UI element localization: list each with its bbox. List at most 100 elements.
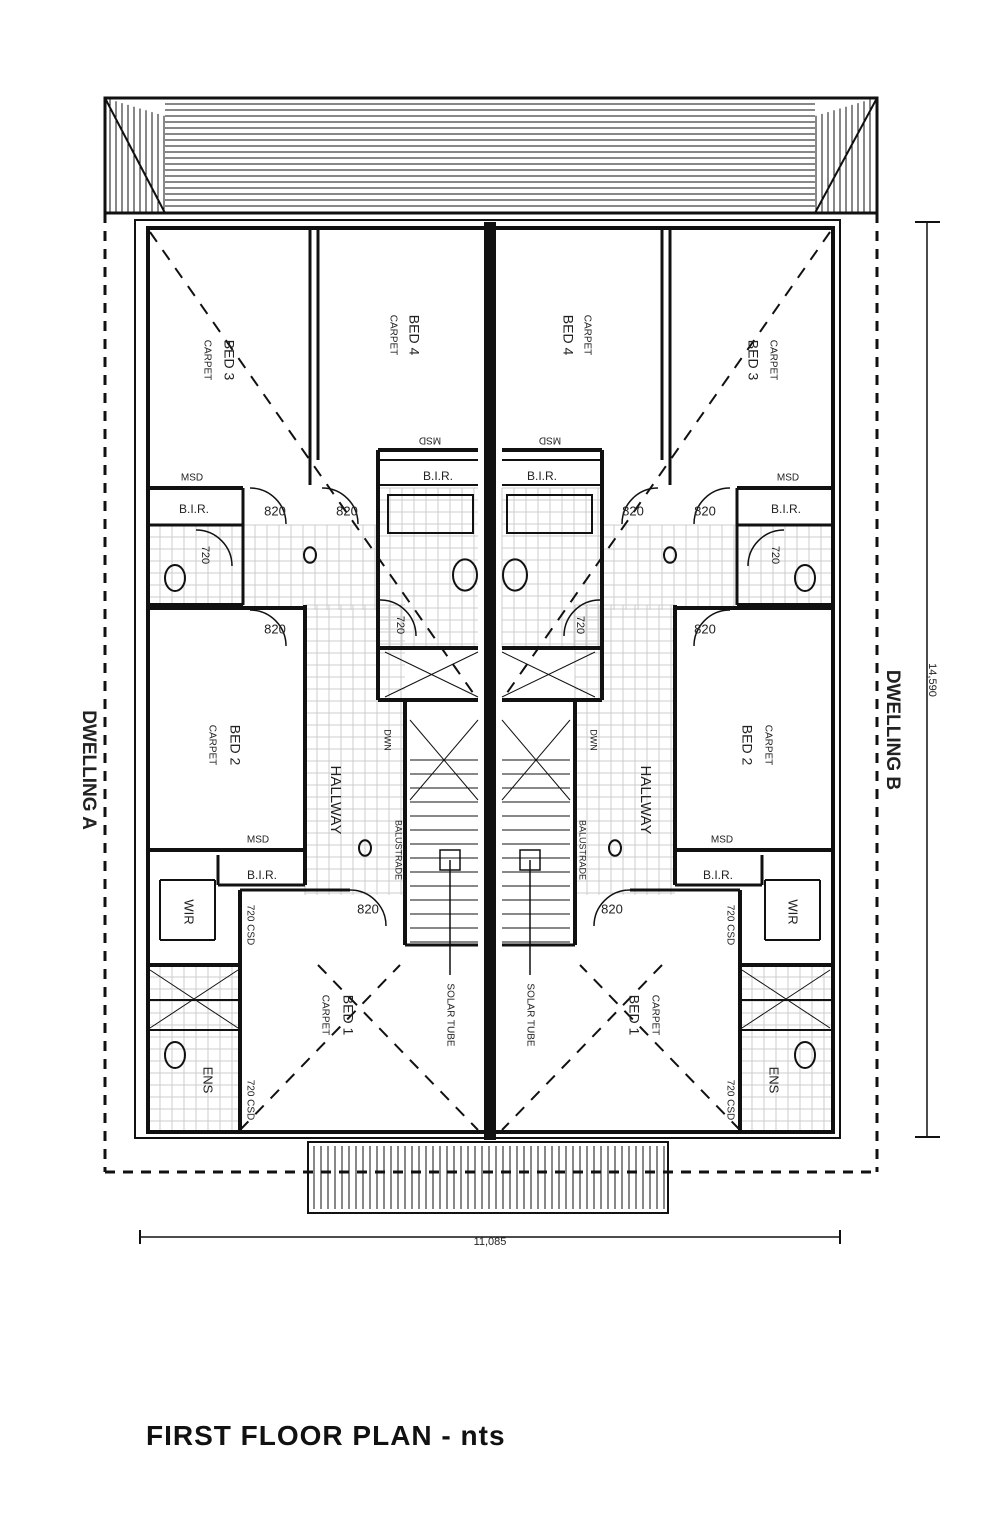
solar-tube-icon	[439, 849, 461, 871]
dimension-lines	[139, 221, 940, 1244]
door-swing	[693, 487, 731, 525]
bed1-label: BED 1	[626, 995, 642, 1036]
bed1-carpet: CARPET	[319, 995, 330, 1036]
bed3-label: BED 3	[745, 340, 761, 381]
ceiling-dashed-line	[579, 964, 741, 1131]
door-820: 820	[336, 503, 358, 518]
door-820: 820	[622, 503, 644, 518]
door-720: 720	[394, 616, 406, 634]
bed4-carpet: CARPET	[387, 315, 398, 356]
door-720-csd: 720 CSD	[724, 1080, 735, 1121]
width-dimension: 11,085	[474, 1236, 507, 1248]
roof-outline	[103, 96, 879, 215]
balustrade-label: BALUSTRADE	[578, 820, 588, 880]
msd-label: MSD	[419, 434, 441, 445]
door-swing	[747, 529, 785, 567]
msd-label: MSD	[539, 434, 561, 445]
party-wall	[484, 222, 496, 1140]
door-swing	[379, 599, 417, 637]
door-820: 820	[264, 503, 286, 518]
bir-label: B.I.R.	[703, 868, 733, 882]
ceiling-dashed-line	[149, 231, 479, 701]
bir-label: B.I.R.	[423, 469, 453, 483]
shower-cross	[384, 651, 479, 698]
bed4-label: BED 4	[406, 315, 422, 356]
bath-icon	[387, 494, 474, 534]
bir-label: B.I.R.	[771, 502, 801, 516]
msd-label: MSD	[711, 835, 733, 846]
bed2-carpet: CARPET	[206, 725, 217, 766]
roof-hatching	[103, 96, 879, 215]
toilet-icon	[794, 564, 816, 592]
bed2-label: BED 2	[739, 725, 755, 766]
toilet-icon	[164, 1041, 186, 1069]
door-720-csd: 720 CSD	[244, 905, 255, 946]
hallway-label: HALLWAY	[327, 766, 344, 835]
basin-icon	[452, 558, 478, 592]
bed4-label: BED 4	[560, 315, 576, 356]
dwn-label: DWN	[383, 729, 393, 751]
door-720-csd: 720 CSD	[244, 1080, 255, 1121]
msd-label: MSD	[247, 835, 269, 846]
bed2-label: BED 2	[227, 725, 243, 766]
balustrade-label: BALUSTRADE	[394, 820, 404, 880]
door-820: 820	[264, 621, 286, 636]
light-icon	[663, 546, 677, 564]
door-720: 720	[769, 546, 781, 564]
wir-label: WIR	[182, 899, 197, 924]
dwelling-a-label: DWELLING A	[78, 710, 99, 830]
msd-label: MSD	[181, 473, 203, 484]
light-icon	[358, 839, 372, 857]
wir-label: WIR	[786, 899, 801, 924]
solar-tube-icon	[519, 849, 541, 871]
door-swing	[249, 487, 287, 525]
fixtures	[149, 231, 831, 1131]
door-720: 720	[199, 546, 211, 564]
dwn-label: DWN	[589, 729, 599, 751]
depth-dimension: 14,590	[926, 663, 938, 697]
door-720: 720	[574, 616, 586, 634]
ens-label: ENS	[201, 1067, 216, 1094]
door-820: 820	[694, 503, 716, 518]
solar-tube-label: SOLAR TUBE	[524, 983, 535, 1046]
shower-cross	[149, 969, 239, 1029]
basin-icon	[502, 558, 528, 592]
bir-label: B.I.R.	[247, 868, 277, 882]
bed2-carpet: CARPET	[762, 725, 773, 766]
walls	[103, 213, 879, 1214]
ceiling-dashed-line	[501, 231, 831, 701]
door-swing	[195, 529, 233, 567]
solar-tube-label: SOLAR TUBE	[444, 983, 455, 1046]
bed3-carpet: CARPET	[201, 340, 212, 381]
bir-label: B.I.R.	[179, 502, 209, 516]
roof-hip	[104, 97, 166, 214]
door-swing	[563, 599, 601, 637]
hallway-label: HALLWAY	[637, 766, 654, 835]
ceiling-dashed-line	[501, 964, 663, 1131]
door-swing	[593, 889, 631, 927]
bed4-carpet: CARPET	[581, 315, 592, 356]
toilet-icon	[164, 564, 186, 592]
door-720-csd: 720 CSD	[724, 905, 735, 946]
bir-label: B.I.R.	[527, 469, 557, 483]
shower-cross	[501, 651, 596, 698]
plan-title: FIRST FLOOR PLAN - nts	[146, 1420, 506, 1451]
bed1-label: BED 1	[340, 995, 356, 1036]
light-icon	[608, 839, 622, 857]
door-swing	[349, 889, 387, 927]
door-820: 820	[601, 901, 623, 916]
bed1-carpet: CARPET	[649, 995, 660, 1036]
ceiling-dashed-line	[239, 964, 401, 1131]
dwelling-b-label: DWELLING B	[882, 670, 903, 790]
door-820: 820	[694, 621, 716, 636]
balcony-deck	[307, 1141, 669, 1214]
toilet-icon	[794, 1041, 816, 1069]
door-swing	[621, 487, 659, 525]
light-icon	[303, 546, 317, 564]
msd-label: MSD	[777, 473, 799, 484]
shower-cross	[741, 969, 831, 1029]
bath-icon	[506, 494, 593, 534]
door-swing	[321, 487, 359, 525]
